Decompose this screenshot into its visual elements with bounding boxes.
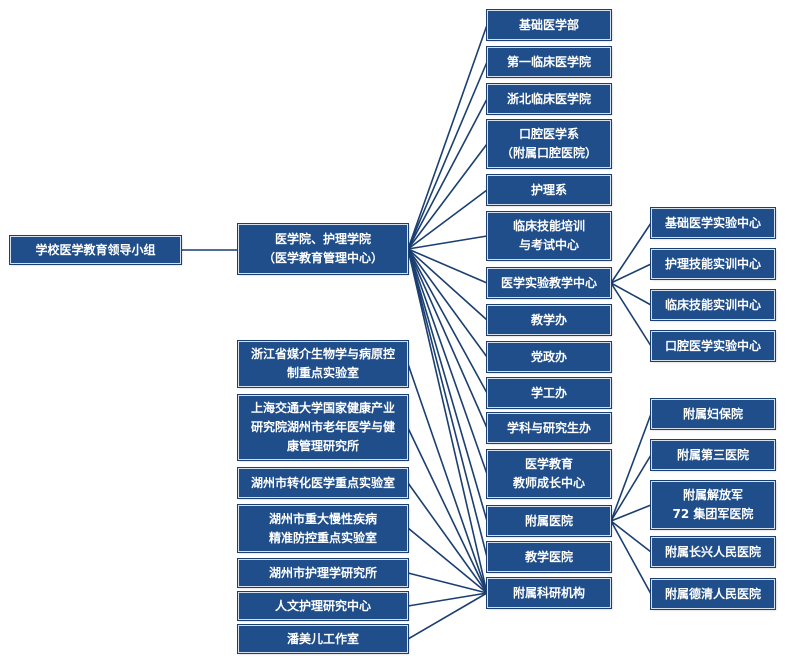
dept-box: 第一临床医学院 — [487, 47, 611, 77]
institute-box: 湖州市转化医学重点实验室 — [238, 468, 408, 498]
dept-box: 基础医学部 — [487, 10, 611, 40]
institute-box: 人文护理研究中心 — [238, 592, 408, 620]
connector-line — [407, 189, 488, 250]
lab-box: 基础医学实验中心 — [651, 208, 775, 238]
connector-line — [407, 592, 488, 640]
connector-line — [407, 248, 488, 358]
dept-box: 学科与研究生办 — [487, 413, 611, 443]
connector-line — [407, 427, 488, 594]
connector-line — [407, 592, 488, 607]
center-box: 医学院、护理学院 （医学教育管理中心） — [238, 224, 408, 274]
dept-box: 附属科研机构 — [487, 578, 611, 608]
connector-line — [407, 248, 488, 522]
connector-line — [407, 572, 488, 594]
hospital-box: 附属第三医院 — [651, 440, 775, 470]
connector-line — [610, 222, 652, 284]
dept-box: 护理系 — [487, 175, 611, 205]
dept-box: 临床技能培训 与考试中心 — [487, 212, 611, 260]
connector-line — [610, 454, 652, 522]
connector-line — [407, 482, 488, 594]
connector-line — [407, 61, 488, 250]
lab-box: 临床技能实训中心 — [651, 290, 775, 320]
dept-box: 浙北临床医学院 — [487, 84, 611, 114]
connector-line — [610, 413, 652, 522]
connector-line — [407, 248, 488, 394]
hospital-box: 附属长兴人民医院 — [651, 537, 775, 567]
root-box: 学校医学教育领导小组 — [10, 236, 181, 264]
dept-box: 教学医院 — [487, 542, 611, 572]
dept-box: 党政办 — [487, 342, 611, 372]
connector-line — [407, 248, 488, 284]
institute-box: 湖州市重大慢性疾病 精准防控重点实验室 — [238, 505, 408, 552]
dept-box: 医学实验教学中心 — [487, 268, 611, 298]
lab-box: 口腔医学实验中心 — [651, 331, 775, 361]
connector-line — [407, 527, 488, 594]
dept-box: 教学办 — [487, 305, 611, 335]
connector-line — [610, 504, 652, 522]
institute-box: 潘美儿工作室 — [238, 625, 408, 653]
connector-line — [610, 263, 652, 284]
connector-line — [407, 248, 488, 475]
connector-line — [407, 24, 488, 250]
connector-line — [610, 520, 652, 553]
dept-box: 学工办 — [487, 378, 611, 408]
institute-box: 湖州市护理学研究所 — [238, 559, 408, 587]
connector-line — [407, 363, 488, 594]
connector-line — [610, 520, 652, 595]
hospital-box: 附属解放军 72 集团军医院 — [651, 481, 775, 529]
connector-line — [610, 282, 652, 306]
lab-box: 护理技能实训中心 — [651, 249, 775, 279]
connector-line — [407, 235, 488, 250]
institute-box: 浙江省媒介生物学与病原控 制重点实验室 — [238, 341, 408, 387]
connector-line — [407, 248, 488, 558]
institute-box: 上海交通大学国家健康产业 研究院湖州市老年医学与健 康管理研究所 — [238, 395, 408, 460]
hospital-box: 附属德清人民医院 — [651, 579, 775, 609]
connector-line — [407, 143, 488, 250]
connector-line — [407, 248, 488, 321]
connector-line — [407, 248, 488, 594]
connector-line — [407, 98, 488, 250]
dept-box: 口腔医学系 （附属口腔医院） — [487, 120, 611, 168]
dept-box: 医学教育 教师成长中心 — [487, 450, 611, 498]
connector-line — [407, 248, 488, 429]
hospital-box: 附属妇保院 — [651, 399, 775, 429]
dept-box: 附属医院 — [487, 506, 611, 536]
connector-line — [610, 282, 652, 347]
